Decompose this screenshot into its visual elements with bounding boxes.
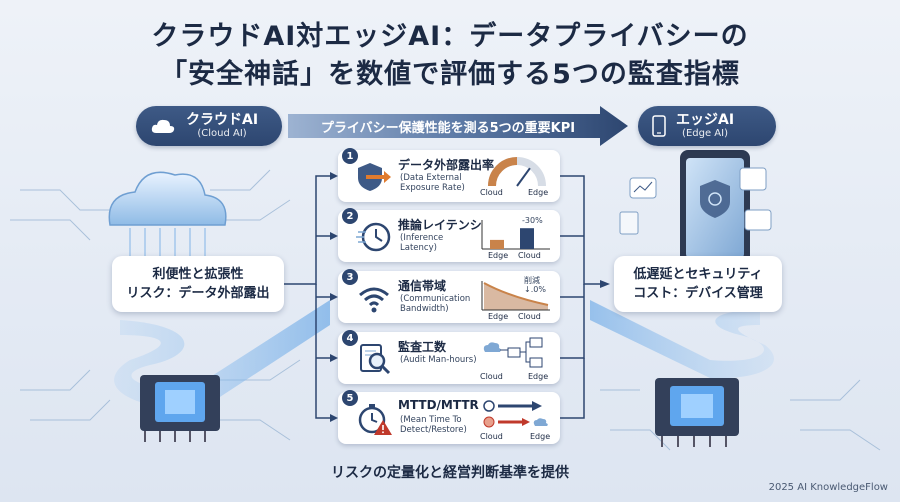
footer-message: リスクの定量化と経営判断基準を提供 [331,465,569,481]
kpi-number: 3 [342,269,358,285]
gauge-label-cloud: Cloud [480,188,503,197]
edge-ai-label: エッジAI (Edge AI) [638,106,776,146]
kpi-number: 4 [342,330,358,346]
kpi-number: 5 [342,390,358,406]
area-label-edge: Edge [488,312,509,321]
mttd-arrows: Cloud Edge [480,396,554,442]
cloud-icon [108,171,227,226]
cloud-ai-sub: (Cloud AI) [197,128,247,140]
bar-cloud [520,228,534,249]
cloud-summary-line2: リスク：データ外部露出 [126,286,270,301]
edge-ai-title: エッジAI [676,111,735,128]
clock-icon [356,222,391,252]
cloud-icon [151,119,175,133]
kpi-banner-text: プライバシー保護性能を測る5つの重要KPI [320,120,576,136]
cloud-summary-box: 利便性と拡張性 リスク：データ外部露出 [112,256,284,312]
latency-bar-chart: -30% Edge Cloud [480,214,554,260]
kpi-number: 2 [342,208,358,224]
edge-summary-line2: コスト：デバイス管理 [633,286,763,301]
bar-edge [490,239,504,249]
exposure-gauge: Cloud Edge [480,154,554,200]
latency-note: -30% [522,216,543,225]
cloud-summary-line1: 利便性と拡張性 [152,266,244,282]
kpi-subtitle: (Audit Man-hours) [400,355,477,365]
kpi-number: 1 [342,148,358,164]
wifi-icon [359,287,389,313]
page-title-line1: クラウドAI対エッジAI：データプライバシーの [151,21,749,52]
smartphone-icon [652,115,666,137]
kpi-title: 推論レイテンシ [398,218,482,232]
copyright: 2025 AI KnowledgeFlow [768,482,888,493]
bandwidth-note2: ↓.0% [524,285,546,294]
bar-label-cloud: Cloud [518,251,541,260]
cloud-ai-label: クラウドAI (Cloud AI) [136,106,282,146]
kpi-banner: プライバシー保護性能を測る5つの重要KPI [288,106,628,146]
gauge-label-edge: Edge [528,188,549,197]
bandwidth-note1: 削減 [524,276,540,285]
bandwidth-area-chart: 削減 ↓.0% Edge Cloud [480,275,554,321]
arrows-label-cloud: Cloud [480,432,503,441]
cloud-ai-title: クラウドAI [186,111,259,128]
area-label-cloud: Cloud [518,312,541,321]
bar-label-edge: Edge [488,251,509,260]
smartphone-icon [680,150,750,265]
kpi-title: 通信帯域 [398,279,447,293]
kpi-title: 監査工数 [398,340,447,354]
arrows-label-edge: Edge [530,432,551,441]
magnifier-document-icon [360,344,391,375]
edge-ai-sub: (Edge AI) [682,128,728,140]
kpi-title: データ外部露出率 [398,158,495,172]
edge-summary-line1: 低遅延とセキュリティ [633,266,763,282]
flow-label-cloud: Cloud [480,372,503,381]
edge-device-illustration [590,150,881,451]
flow-label-edge: Edge [528,372,549,381]
page-title-line2: 「安全神話」を数値で評価する5つの監査指標 [160,59,740,90]
stopwatch-warning-icon [358,404,392,435]
chip-icon [655,378,739,447]
chip-icon [140,375,220,442]
edge-summary-box: 低遅延とセキュリティ コスト：デバイス管理 [614,256,782,312]
kpi-card-audit-hours: 4 監査工数 (Audit Man-hours) Cloud Edge [338,330,560,384]
kpi-title: MTTD/MTTR [398,398,479,412]
shield-arrow-icon [358,163,391,191]
audit-flow-diagram: Cloud Edge [480,336,554,382]
cloud-chip-illustration [10,169,330,442]
